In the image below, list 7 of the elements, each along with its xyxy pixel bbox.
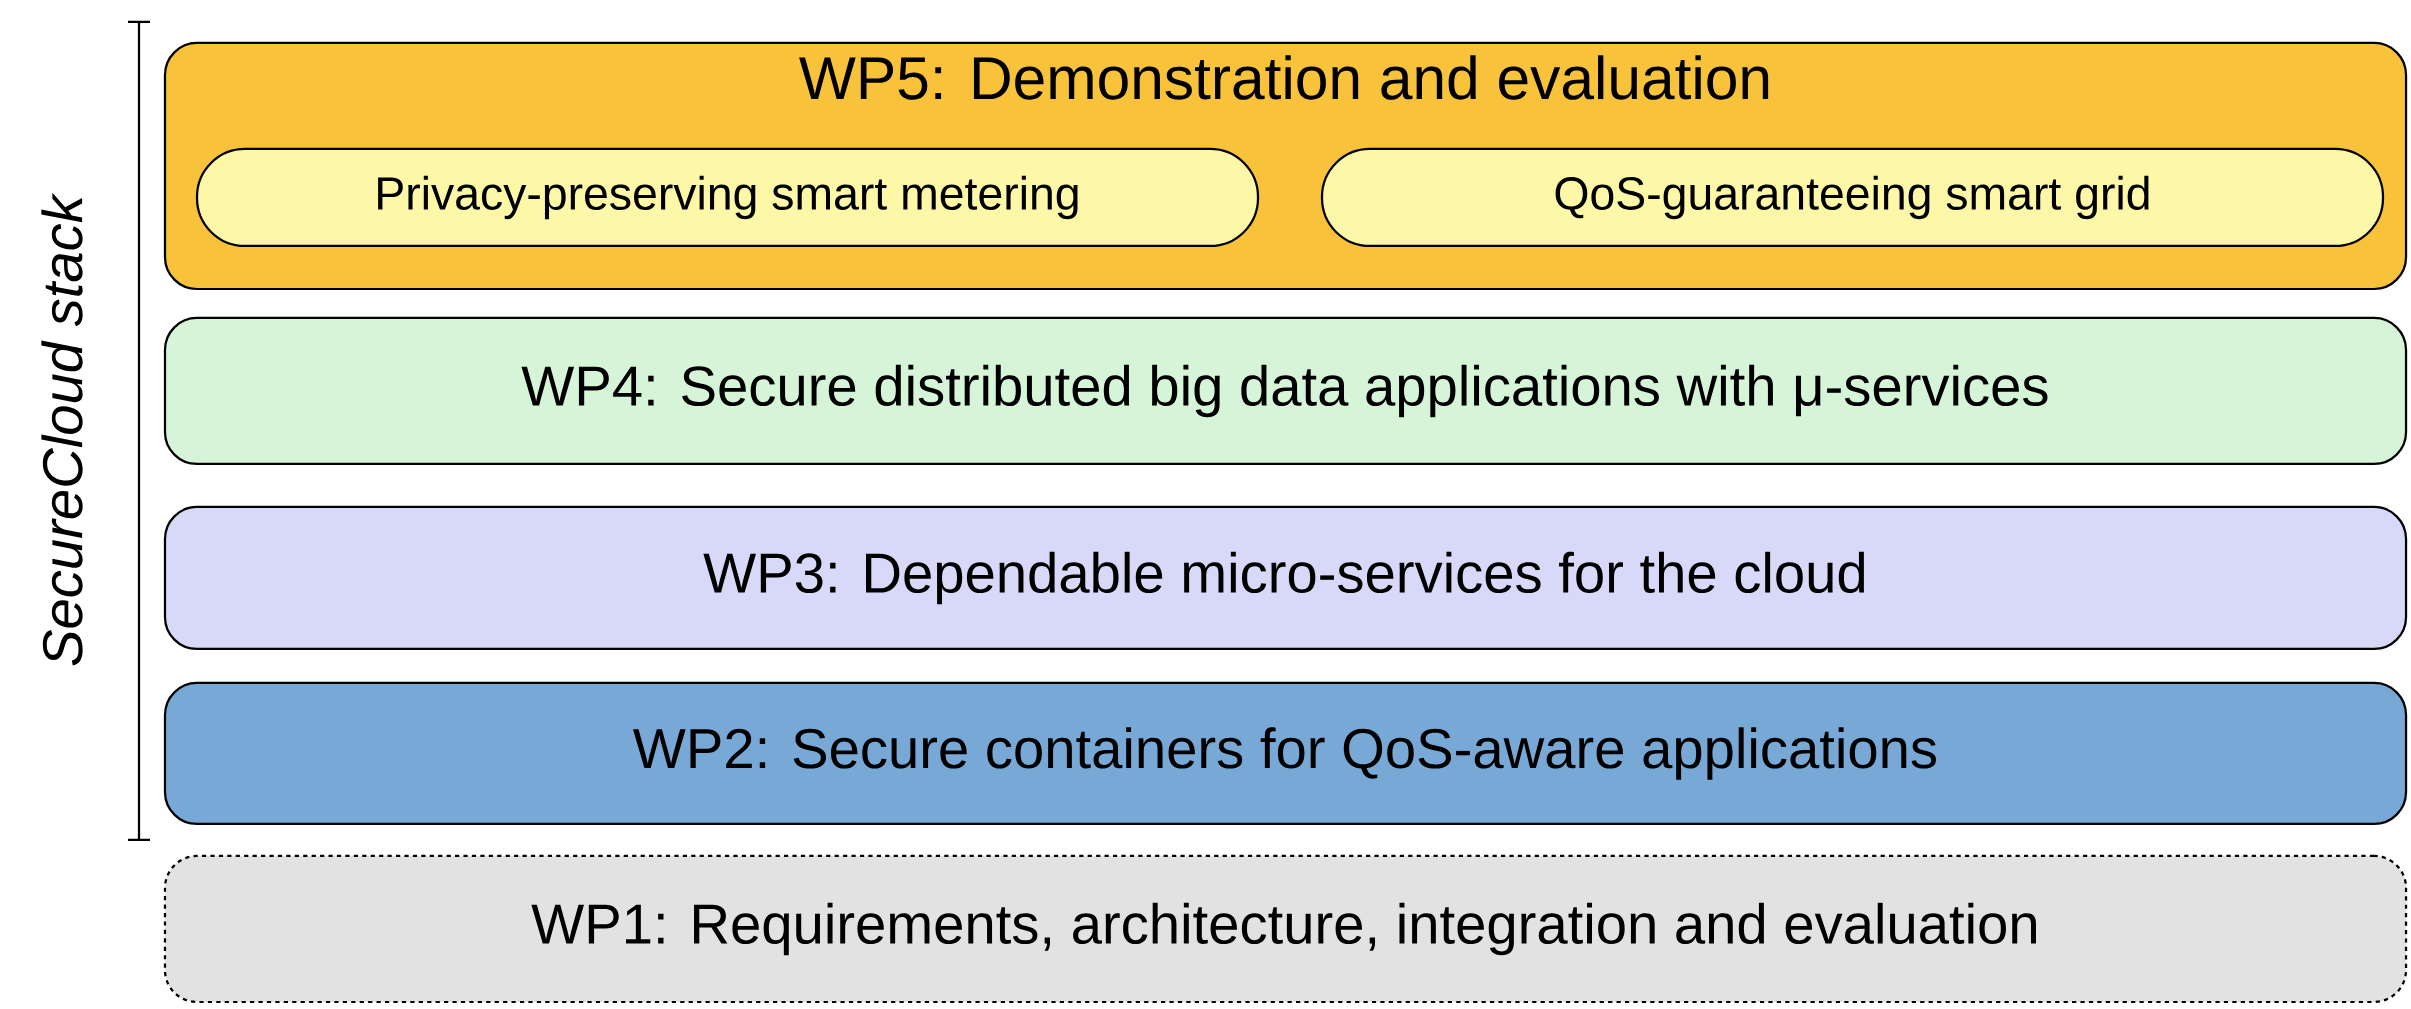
- scenario-box: Privacy-preserving smart metering: [195, 147, 1260, 248]
- work-package-box: WP2: Secure containers for QoS-aware applications: [163, 681, 2408, 826]
- axis-label: SecureCloud stack: [41, 192, 83, 666]
- work-package-box: WP4: Secure distributed big data applications with μ-services: [163, 316, 2408, 466]
- work-package-box: WP1: Requirements, architecture, integration and evaluation: [163, 854, 2408, 1004]
- scenario-box: QoS-guaranteeing smart grid: [1320, 147, 2385, 248]
- work-package-box: WP3: Dependable micro-services for the cloud: [163, 505, 2408, 651]
